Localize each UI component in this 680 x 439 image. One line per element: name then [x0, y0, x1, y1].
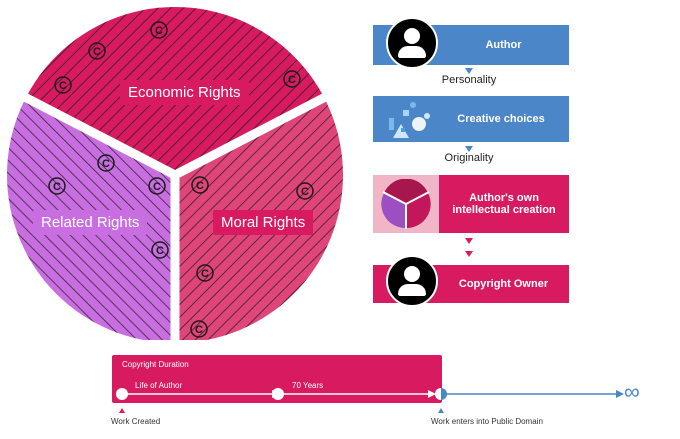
- svg-text:C: C: [201, 268, 209, 280]
- copyright-icon: C: [150, 21, 168, 39]
- svg-text:C: C: [195, 324, 203, 336]
- personality-label: Personality: [441, 74, 497, 86]
- down-arrow-icon: [465, 68, 473, 74]
- svg-text:C: C: [93, 46, 101, 58]
- copyright-icon: C: [151, 241, 169, 259]
- originality-label: Originality: [444, 152, 494, 164]
- copyright-icon: C: [190, 320, 208, 338]
- copyright-icon: C: [191, 176, 209, 194]
- copyright-icon: C: [54, 76, 72, 94]
- down-arrow-icon: [465, 238, 473, 244]
- moral-rights-label: Moral Rights: [213, 210, 314, 235]
- seventy-years-label: 70 Years: [292, 381, 324, 390]
- work-created-label: Work Created: [111, 417, 161, 426]
- svg-text:C: C: [53, 181, 61, 193]
- down-arrow-icon: [465, 146, 473, 152]
- copyright-owner-box: Copyright Owner: [373, 255, 569, 307]
- mini-pie-icon: [381, 179, 431, 229]
- shapes-icon: [389, 102, 430, 138]
- svg-text:C: C: [102, 158, 110, 170]
- svg-text:C: C: [59, 80, 67, 92]
- user-avatar-icon: [386, 17, 438, 69]
- svg-text:C: C: [288, 74, 296, 86]
- copyright-icon: C: [283, 70, 301, 88]
- copyright-icon: C: [296, 182, 314, 200]
- user-avatar-icon: [386, 255, 438, 307]
- public-domain-label: Work enters into Public Domain: [431, 417, 543, 426]
- economic-rights-label: Economic Rights: [120, 80, 249, 105]
- author-box: Author: [373, 17, 569, 69]
- copyright-icon: C: [196, 264, 214, 282]
- svg-text:C: C: [301, 186, 309, 198]
- related-rights-label: Related Rights: [33, 210, 148, 235]
- creative-choices-box: Creative choices: [373, 96, 569, 142]
- down-arrow-icon: [465, 251, 473, 257]
- duration-title: Copyright Duration: [122, 360, 189, 369]
- creative-choices-label: Creative choices: [457, 113, 545, 125]
- svg-text:C: C: [156, 245, 164, 257]
- copyright-icon: C: [88, 42, 106, 60]
- copyright-icon: C: [48, 177, 66, 195]
- infinity-icon: ∞: [624, 379, 640, 404]
- copyright-owner-label: Copyright Owner: [458, 278, 549, 290]
- life-of-author-label: Life of Author: [135, 381, 183, 390]
- svg-text:C: C: [155, 25, 163, 37]
- svg-text:C: C: [196, 180, 204, 192]
- author-label: Author: [485, 39, 522, 51]
- copyright-icon: C: [148, 177, 166, 195]
- creation-box: Author's own intellectual creation: [373, 175, 569, 233]
- svg-text:C: C: [153, 181, 161, 193]
- creation-label: Author's own intellectual creation: [452, 192, 556, 216]
- rights-pie-chart: C C C C C C C C C C C C: [7, 7, 343, 340]
- copyright-icon: C: [97, 154, 115, 172]
- timeline-track: [116, 388, 624, 413]
